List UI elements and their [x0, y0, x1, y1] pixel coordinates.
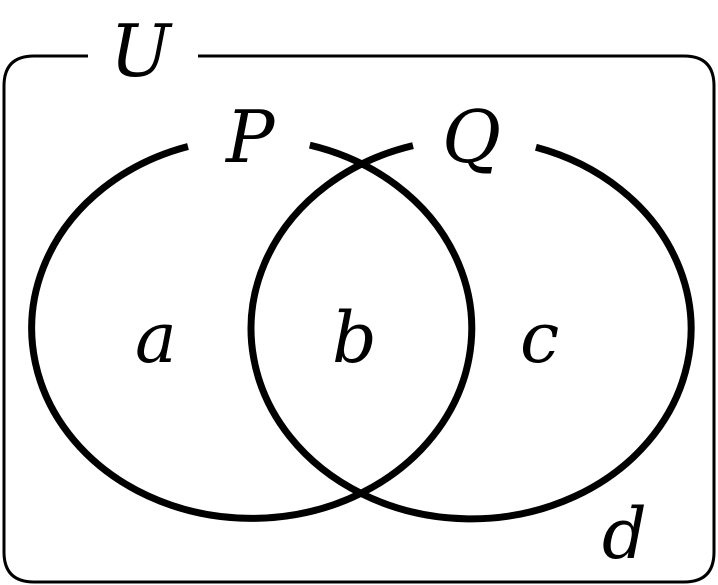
- universe-label: U: [110, 9, 173, 93]
- set-q-circle: [247, 142, 695, 523]
- region-c-label: c: [520, 297, 559, 379]
- region-d-label: d: [602, 493, 647, 575]
- set-p-label: P: [224, 95, 276, 179]
- universe-border: [2, 54, 716, 584]
- region-b-label: b: [332, 297, 377, 379]
- set-p-circle: [28, 141, 476, 522]
- region-a-label: a: [135, 297, 177, 379]
- set-q-label: Q: [442, 95, 501, 179]
